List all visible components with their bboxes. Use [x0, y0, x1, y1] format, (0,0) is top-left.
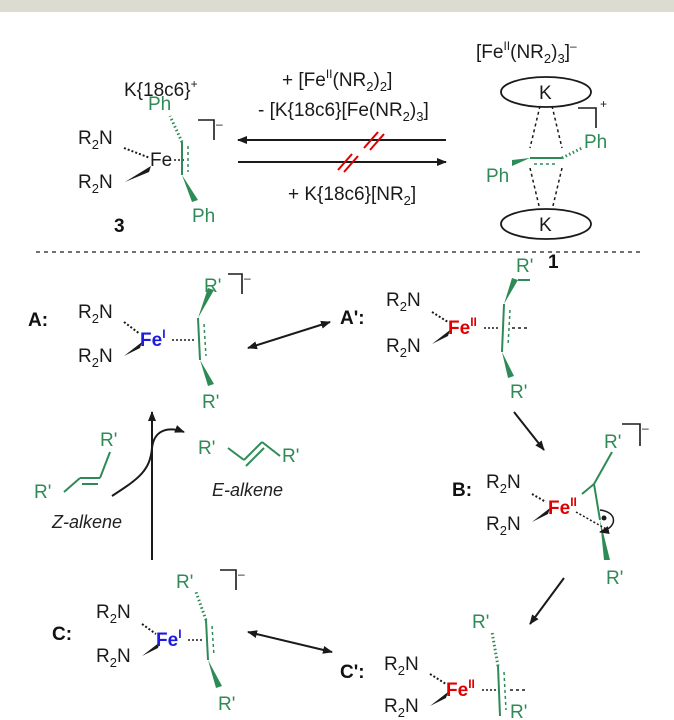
intermediate-C-prime: C': R2N R2N FeII R' R'	[340, 612, 527, 720]
aprime-r2n-upper: R2N	[386, 290, 421, 314]
anion-bracket	[198, 119, 215, 140]
label-C-prime: C':	[340, 662, 365, 683]
amide-r2n-lower: R2N	[78, 172, 113, 196]
arrow-B-Cprime	[529, 577, 565, 625]
ph-right-1: Ph	[584, 132, 607, 153]
c-r-prime-upper: R'	[176, 572, 193, 593]
a-r2n-lower: R2N	[78, 346, 113, 370]
ph-upper-3: Ph	[148, 94, 171, 115]
z-alkene-label: Z-alkene	[51, 512, 122, 532]
aprime-r2n-lower: R2N	[386, 336, 421, 360]
cation-charge: +	[600, 97, 607, 111]
compound-label-1: 1	[548, 252, 559, 273]
b-r-prime-lower: R'	[606, 568, 623, 589]
compound-1: [FeII(NR2)3]– K K + Ph Ph 1	[476, 39, 607, 273]
resonance-arrow-A-Aprime	[247, 320, 331, 350]
isomerisation-cycle: R' R' Z-alkene R' R' E-alkene	[34, 411, 299, 560]
c-r2n-lower: R2N	[96, 646, 131, 670]
cprime-r-prime-upper: R'	[472, 612, 489, 633]
amide-r2n-upper: R2N	[78, 128, 113, 152]
cprime-r-prime-lower: R'	[510, 702, 527, 720]
k-ion-lower: K	[539, 215, 552, 236]
label-B: B:	[452, 480, 472, 501]
z-alkene-r-prime-left: R'	[34, 482, 51, 503]
a-fe-I: FeI	[140, 327, 166, 351]
k18c6-cation-label: K{18c6}+	[124, 77, 198, 101]
c-fe-I: FeI	[156, 627, 182, 651]
anion-charge: –	[216, 117, 223, 131]
resonance-arrow-C-Cprime	[247, 630, 333, 654]
reagent-k18c6-nr2: + K{18c6}[NR2]	[288, 184, 416, 208]
intermediate-A: A: R2N R2N FeI R' R' –	[28, 271, 251, 413]
cprime-fe-II: FeII	[446, 677, 475, 701]
b-r2n-lower: R2N	[486, 514, 521, 538]
e-alkene-label: E-alkene	[212, 480, 283, 500]
curved-arrow-z-to-e	[111, 425, 185, 497]
e-alkene-r-prime-right: R'	[282, 446, 299, 467]
aprime-r-prime-upper: R'	[516, 256, 533, 277]
arrow-Aprime-B	[513, 411, 545, 451]
reagent-remove-k18c6: - [K{18c6}[Fe(NR2)3]	[258, 100, 429, 124]
compound-3: K{18c6}+ – R2N R2N Fe Ph Ph 3	[78, 77, 223, 237]
compound-label-3: 3	[114, 216, 125, 237]
intermediate-A-prime: A': R2N R2N FeII R' R'	[340, 256, 533, 403]
cprime-r2n-lower: R2N	[384, 696, 419, 720]
b-r2n-upper: R2N	[486, 472, 521, 496]
label-C: C:	[52, 624, 72, 645]
intermediate-C: C: R2N R2N FeI R' R' –	[52, 567, 245, 715]
svg-text:–: –	[642, 421, 649, 435]
reagent-add-fe: + [FeII(NR2)2]	[282, 67, 392, 94]
fe-amide-anion: [FeII(NR2)3]–	[476, 39, 577, 66]
crown-ether-upper	[500, 76, 592, 108]
svg-text:–: –	[238, 567, 245, 581]
k-ion-upper: K	[539, 83, 552, 104]
a-r-prime-lower: R'	[202, 392, 219, 413]
fe-center-3: Fe	[150, 150, 172, 171]
svg-text:–: –	[244, 271, 251, 285]
ph-lower-3: Ph	[192, 206, 215, 227]
b-fe-II: FeII	[548, 495, 577, 519]
intermediate-B: B: R2N R2N FeII R' R' –	[452, 421, 649, 589]
top-band	[0, 0, 674, 12]
c-r2n-upper: R2N	[96, 602, 131, 626]
e-alkene-r-prime-left: R'	[198, 438, 215, 459]
aprime-fe-II: FeII	[448, 315, 477, 339]
label-A: A:	[28, 310, 48, 331]
top-equilibrium: + [FeII(NR2)2] - [K{18c6}[Fe(NR2)3] + K{…	[237, 67, 447, 208]
z-alkene-r-prime-top: R'	[100, 430, 117, 451]
crown-ether-lower	[500, 208, 592, 240]
a-r2n-upper: R2N	[78, 302, 113, 326]
c-r-prime-lower: R'	[218, 694, 235, 715]
aprime-r-prime-lower: R'	[510, 382, 527, 403]
b-r-prime-upper: R'	[604, 432, 621, 453]
label-A-prime: A':	[340, 308, 365, 329]
cprime-r2n-upper: R2N	[384, 654, 419, 678]
a-r-prime-upper: R'	[204, 276, 221, 297]
ph-left-1: Ph	[486, 166, 509, 187]
